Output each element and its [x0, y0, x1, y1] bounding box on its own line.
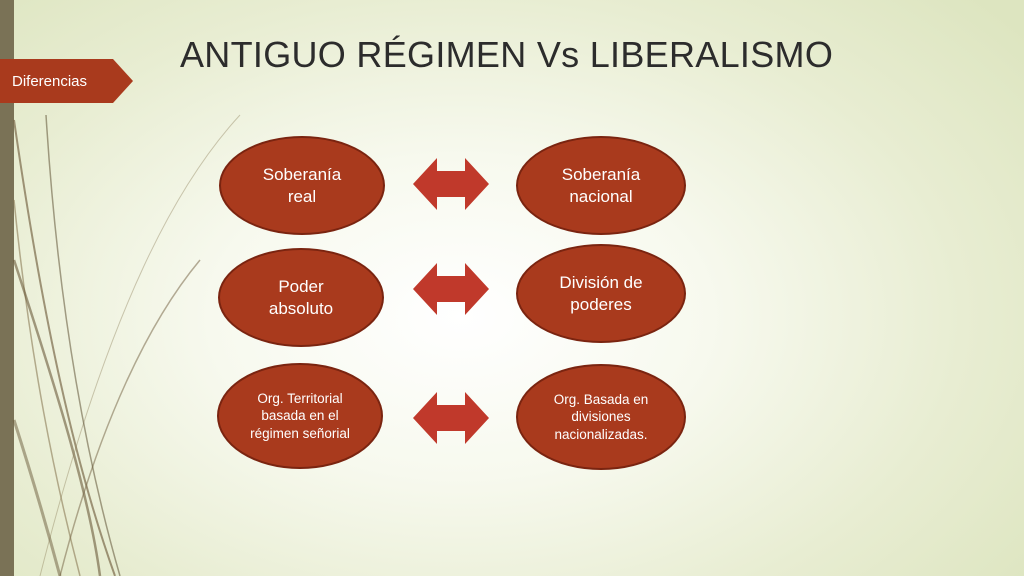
section-tag-label: Diferencias: [12, 72, 88, 90]
right-ellipse-1: Soberanía nacional: [516, 136, 686, 235]
double-arrow-icon: [413, 158, 489, 210]
left-ellipse-1: Soberanía real: [219, 136, 385, 235]
section-tag: Diferencias: [0, 59, 133, 103]
left-ellipse-3: Org. Territorial basada en el régimen se…: [217, 363, 383, 469]
right-ellipse-3: Org. Basada en divisiones nacionalizadas…: [516, 364, 686, 470]
left-accent-bar: [0, 0, 14, 576]
right-ellipse-2: División de poderes: [516, 244, 686, 343]
double-arrow-icon: [413, 263, 489, 315]
slide-title: ANTIGUO RÉGIMEN Vs LIBERALISMO: [180, 34, 834, 75]
left-ellipse-2: Poder absoluto: [218, 248, 384, 347]
double-arrow-icon: [413, 392, 489, 444]
decorative-curves: [12, 114, 241, 576]
